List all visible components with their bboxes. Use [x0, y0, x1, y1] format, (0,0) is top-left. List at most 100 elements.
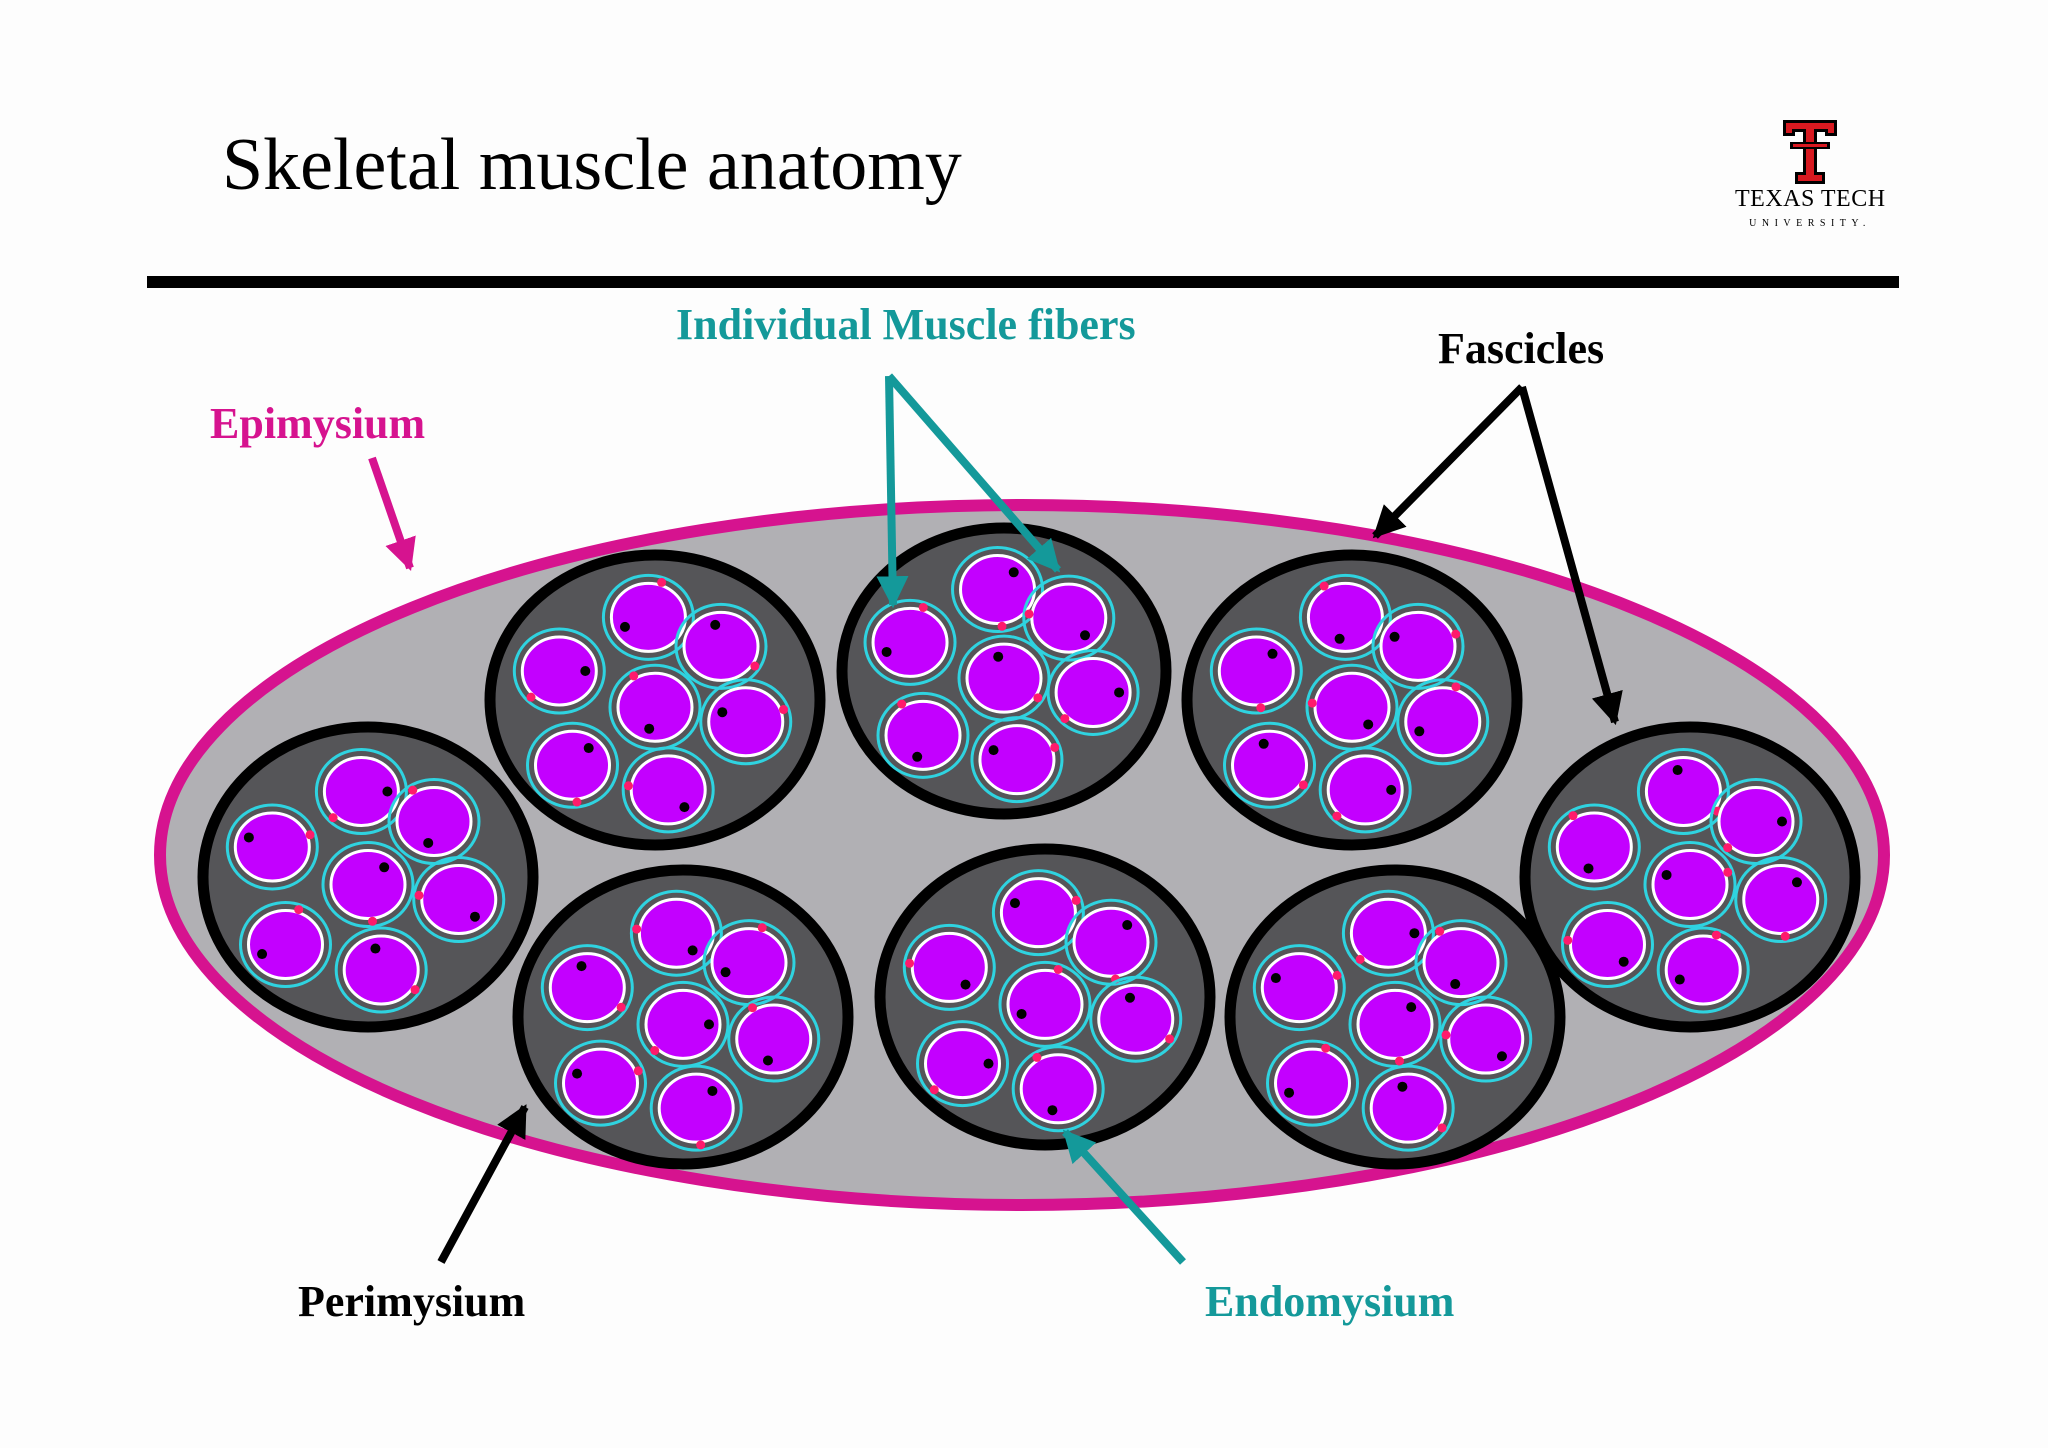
- endomysium-ring: [1396, 678, 1490, 766]
- nucleus-dot: [1583, 863, 1594, 874]
- endomysium-ring: [1656, 926, 1750, 1014]
- nucleus-dot: [1270, 973, 1281, 984]
- nucleus-dot: [1114, 687, 1125, 698]
- muscle-fiber: [1709, 778, 1803, 865]
- fiber-body: [322, 756, 400, 827]
- nucleus-dot: [619, 621, 630, 632]
- fiber-body: [1644, 756, 1722, 827]
- muscle-fiber: [1022, 574, 1116, 662]
- satellite-dot: [1165, 1034, 1175, 1044]
- satellite-dot: [305, 830, 315, 840]
- fiber-body: [629, 754, 707, 826]
- satellite-dot: [1355, 954, 1365, 964]
- satellite-dot: [1723, 867, 1733, 877]
- muscle-fiber: [1252, 944, 1346, 1032]
- muscle-fiber: [1209, 627, 1303, 715]
- endomysium-ring: [876, 691, 970, 779]
- fiber-body: [1349, 897, 1427, 969]
- muscle-fiber: [321, 841, 415, 928]
- satellite-dot: [1307, 698, 1317, 708]
- fiber-body: [1555, 811, 1633, 883]
- endomysium-ring: [239, 901, 332, 988]
- fiber-body: [637, 897, 715, 969]
- nucleus-dot: [993, 651, 1004, 662]
- fiber-body: [1569, 909, 1646, 980]
- fiber-body: [884, 699, 962, 771]
- muscle-fiber: [957, 634, 1051, 722]
- muscle-fiber: [608, 663, 702, 751]
- endomysium-ring: [321, 841, 415, 928]
- nucleus-dot: [1267, 648, 1278, 659]
- nucleus-dot: [1080, 630, 1091, 641]
- fascicle: [484, 549, 826, 851]
- label-epimysium: Epimysium: [210, 399, 426, 448]
- satellite-dot: [1332, 811, 1342, 821]
- nucleus-dot: [379, 862, 390, 873]
- endomysium-ring: [902, 923, 996, 1011]
- nucleus-dot: [257, 949, 268, 960]
- satellite-dot: [650, 1046, 660, 1056]
- nucleus-dot: [382, 786, 393, 797]
- nucleus-dot: [1386, 784, 1397, 795]
- endomysium-ring: [629, 889, 723, 977]
- fascicle: [836, 522, 1172, 820]
- nucleus-dot: [572, 1068, 583, 1079]
- muscle-fiber: [1734, 856, 1828, 943]
- nucleus-dot: [1258, 738, 1269, 749]
- satellite-dot: [997, 621, 1007, 631]
- endomysium-ring: [1022, 574, 1116, 662]
- fiber-body: [1306, 581, 1384, 653]
- nucleus-dot: [679, 802, 690, 813]
- fiber-body: [999, 877, 1077, 949]
- satellite-dot: [696, 1140, 706, 1150]
- satellite-dot: [410, 985, 420, 995]
- muscle-fiber: [412, 856, 506, 943]
- nucleus-dot: [576, 961, 587, 972]
- satellite-dot: [1024, 609, 1034, 619]
- slide-title: Skeletal muscle anatomy: [222, 124, 962, 206]
- fiber-body: [562, 1047, 639, 1119]
- muscle-fiber: [916, 1020, 1009, 1108]
- fiber-body: [1006, 968, 1084, 1040]
- fiber-arrow-left: [876, 375, 909, 609]
- muscle-fiber: [970, 716, 1064, 804]
- endomysium-ring: [1318, 746, 1412, 834]
- fascicle: [512, 864, 854, 1170]
- fiber-body: [1072, 906, 1150, 978]
- satellite-dot: [294, 905, 304, 915]
- logo-subtitle: UNIVERSITY.: [1749, 218, 1871, 229]
- satellite-dot: [1723, 843, 1733, 853]
- nucleus-dot: [1122, 920, 1133, 931]
- satellite-dot: [1435, 926, 1445, 936]
- endomysium-ring: [554, 1039, 647, 1127]
- endomysium-ring: [970, 716, 1064, 804]
- satellite-dot: [1298, 780, 1308, 790]
- nucleus-dot: [1016, 1008, 1027, 1019]
- muscle-fiber: [1046, 648, 1140, 736]
- nucleus-dot: [423, 837, 434, 848]
- endomysium-ring: [1341, 889, 1435, 977]
- fiber-body: [616, 671, 694, 743]
- satellite-dot: [633, 1066, 643, 1076]
- endomysium-ring: [1046, 648, 1140, 736]
- muscle-fiber: [951, 545, 1045, 633]
- fiber-body: [520, 635, 598, 707]
- satellite-dot: [1053, 964, 1063, 974]
- endomysium-ring: [1266, 1039, 1359, 1127]
- muscle-fiber: [1298, 573, 1392, 661]
- muscle-fiber: [1636, 748, 1730, 835]
- satellite-dot: [629, 671, 639, 681]
- nucleus-dot: [717, 707, 728, 718]
- satellite-dot: [897, 699, 907, 709]
- endomysium-ring: [916, 1020, 1009, 1108]
- fiber-body: [1274, 1047, 1351, 1119]
- nucleus-dot: [881, 646, 892, 657]
- satellite-dot: [1256, 703, 1266, 713]
- fiber-body: [1404, 686, 1482, 758]
- muscle-fiber: [512, 627, 606, 715]
- muscle-fiber: [1341, 889, 1435, 977]
- satellite-dot: [1441, 1030, 1451, 1040]
- nucleus-dot: [1009, 898, 1020, 909]
- endomysium-ring: [1209, 627, 1303, 715]
- satellite-dot: [572, 797, 582, 807]
